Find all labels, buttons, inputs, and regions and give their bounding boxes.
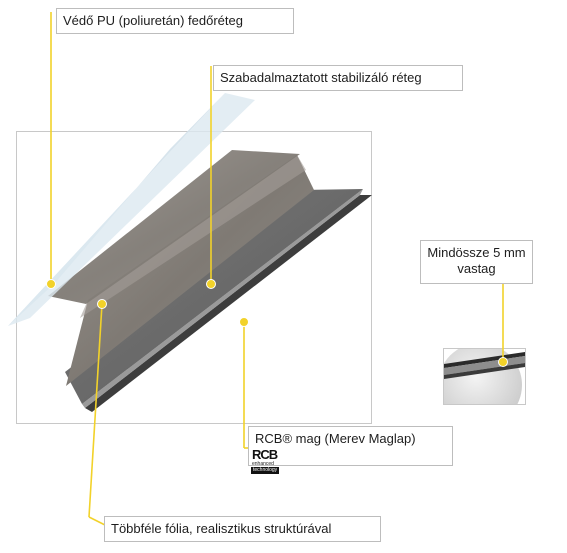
label-stabilizer-layer: Szabadalmaztatott stabilizáló réteg [213,65,463,91]
label-rcb-core-text: RCB® mag (Merev Maglap) [255,431,416,446]
foil-layer [66,155,314,386]
label-thickness-line2: vastag [457,261,496,276]
thickness-inset-frame [443,348,526,405]
rcb-core-marker [239,317,249,327]
label-thickness-line1: Mindössze 5 mm [427,245,526,260]
label-pu-layer: Védő PU (poliuretán) fedőréteg [56,8,294,34]
pu-layer [8,93,255,326]
stabilizer-layer [48,150,300,304]
label-thickness: Mindössze 5 mm vastag [420,240,533,284]
label-foil-layer: Többféle fólia, realisztikus struktúráva… [104,516,381,542]
foil-layer-marker [97,299,107,309]
thickness-marker [498,357,508,367]
label-rcb-core: RCB® mag (Merev Maglap) [248,426,453,466]
rcb-logo-mark: RCB [252,447,278,462]
leader-dots [46,279,508,367]
thickness-sample [444,349,525,404]
stabilizer-layer-marker [206,279,216,289]
rcb-core-layer [65,189,372,412]
pu-layer-marker [46,279,56,289]
rcb-logo-badge: technology [251,467,280,474]
rcb-logo-sub: enhanced [252,461,274,467]
